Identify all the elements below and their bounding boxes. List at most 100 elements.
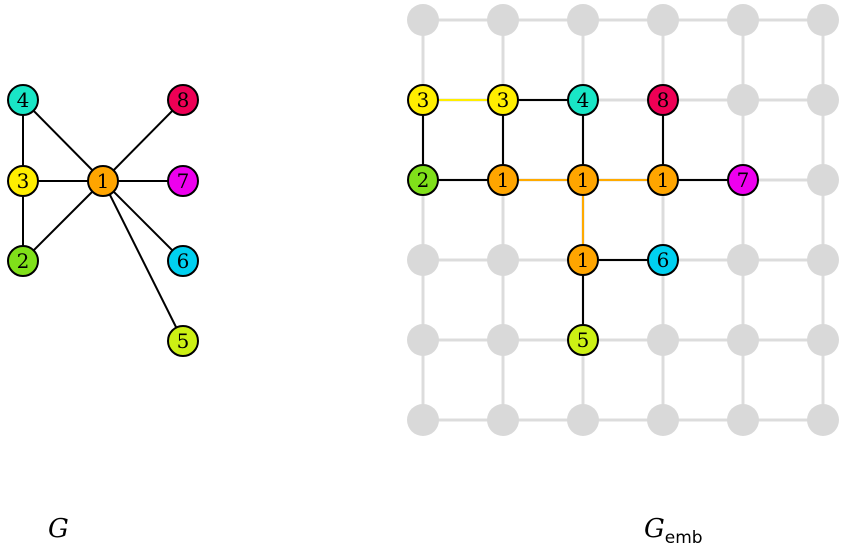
g-node-4-circle — [7, 84, 39, 116]
g-edge-1-5 — [102, 180, 184, 342]
g-node-4: 4 — [7, 84, 39, 116]
caption-g-emb-sub: emb — [665, 528, 703, 548]
emb-node-7: 7 — [727, 164, 759, 196]
grid-node — [807, 4, 839, 36]
g-edge-1-6 — [102, 180, 184, 262]
emb-node-1-label: 1 — [577, 248, 590, 272]
g-node-1: 1 — [87, 165, 119, 197]
g-node-5: 5 — [167, 325, 199, 357]
g-node-6-label: 6 — [177, 249, 190, 273]
graph-g-nodes: 1 2 3 4 5 6 7 8 — [7, 84, 199, 357]
grid-node — [407, 244, 439, 276]
emb-node-3: 3 — [407, 84, 439, 116]
emb-node-8: 8 — [647, 84, 679, 116]
g-node-8: 8 — [167, 84, 199, 116]
g-node-6-circle — [167, 245, 199, 277]
g-node-7: 7 — [167, 165, 199, 197]
emb-node-8-label: 8 — [657, 88, 670, 112]
emb-node-2-circle — [407, 164, 439, 196]
g-node-8-circle — [167, 84, 199, 116]
emb-node-3-label: 3 — [417, 88, 430, 112]
grid-node — [807, 84, 839, 116]
g-edge-1-8 — [102, 99, 184, 182]
grid-node — [807, 164, 839, 196]
emb-node-7-circle — [727, 164, 759, 196]
caption-g-emb: Gemb — [644, 514, 703, 548]
caption-g: G — [48, 514, 69, 544]
emb-node-6-label: 6 — [657, 248, 670, 272]
grid-nodes — [407, 4, 839, 436]
grid-node — [487, 324, 519, 356]
grid-node — [727, 324, 759, 356]
g-edge-4-1 — [22, 99, 104, 182]
g-node-3: 3 — [7, 165, 39, 197]
grid-node — [487, 244, 519, 276]
g-node-1-label: 1 — [97, 169, 110, 193]
grid-node — [487, 4, 519, 36]
grid-node — [807, 404, 839, 436]
emb-node-3-circle — [407, 84, 439, 116]
grid-node — [407, 4, 439, 36]
emb-node-4-label: 4 — [577, 88, 590, 112]
g-node-7-label: 7 — [177, 169, 190, 193]
emb-node-1: 1 — [647, 164, 679, 196]
emb-node-1-circle — [567, 244, 599, 276]
g-node-3-circle — [7, 165, 39, 197]
grid-node — [407, 404, 439, 436]
emb-node-5-label: 5 — [577, 328, 590, 352]
emb-node-5-circle — [567, 324, 599, 356]
grid-node — [727, 84, 759, 116]
emb-node-3: 3 — [487, 84, 519, 116]
grid-node — [727, 404, 759, 436]
emb-node-1: 1 — [487, 164, 519, 196]
emb-node-4: 4 — [567, 84, 599, 116]
emb-node-1: 1 — [567, 164, 599, 196]
emb-node-8-circle — [647, 84, 679, 116]
emb-node-1-label: 1 — [657, 168, 670, 192]
emb-node-7-label: 7 — [737, 168, 750, 192]
grid-node — [647, 4, 679, 36]
grid-node — [487, 404, 519, 436]
grid-node — [807, 244, 839, 276]
g-node-5-label: 5 — [177, 329, 190, 353]
g-edge-2-1 — [22, 180, 104, 262]
emb-node-6-circle — [647, 244, 679, 276]
grid-edges — [421, 18, 825, 422]
emb-node-1-label: 1 — [577, 168, 590, 192]
graph-g: 1 2 3 4 5 6 7 8 — [7, 84, 199, 357]
embedding-edges — [422, 99, 743, 340]
g-node-8-label: 8 — [177, 88, 190, 112]
emb-node-2-label: 2 — [417, 168, 430, 192]
grid-node — [727, 4, 759, 36]
graph-g-edges — [22, 99, 184, 342]
grid-node — [567, 4, 599, 36]
emb-node-3-circle — [487, 84, 519, 116]
embedding-nodes: 3 3 4 8 2 1 1 1 7 1 6 5 — [407, 84, 759, 356]
emb-node-1-circle — [567, 164, 599, 196]
grid-node — [407, 324, 439, 356]
emb-node-2: 2 — [407, 164, 439, 196]
g-node-4-label: 4 — [17, 88, 30, 112]
emb-node-1-label: 1 — [497, 168, 510, 192]
g-node-2: 2 — [7, 245, 39, 277]
g-node-6: 6 — [167, 245, 199, 277]
caption-g-emb-main: G — [644, 514, 665, 544]
emb-node-3-label: 3 — [497, 88, 510, 112]
grid-node — [567, 404, 599, 436]
g-node-2-label: 2 — [17, 249, 30, 273]
emb-node-5: 5 — [567, 324, 599, 356]
grid-node — [647, 324, 679, 356]
emb-node-4-circle — [567, 84, 599, 116]
g-node-2-circle — [7, 245, 39, 277]
grid-node — [807, 324, 839, 356]
emb-node-1: 1 — [567, 244, 599, 276]
emb-node-1-circle — [487, 164, 519, 196]
emb-node-6: 6 — [647, 244, 679, 276]
g-node-1-circle — [87, 165, 119, 197]
g-node-5-circle — [167, 325, 199, 357]
emb-node-1-circle — [647, 164, 679, 196]
grid-node — [647, 404, 679, 436]
grid-node — [727, 244, 759, 276]
g-node-7-circle — [167, 165, 199, 197]
